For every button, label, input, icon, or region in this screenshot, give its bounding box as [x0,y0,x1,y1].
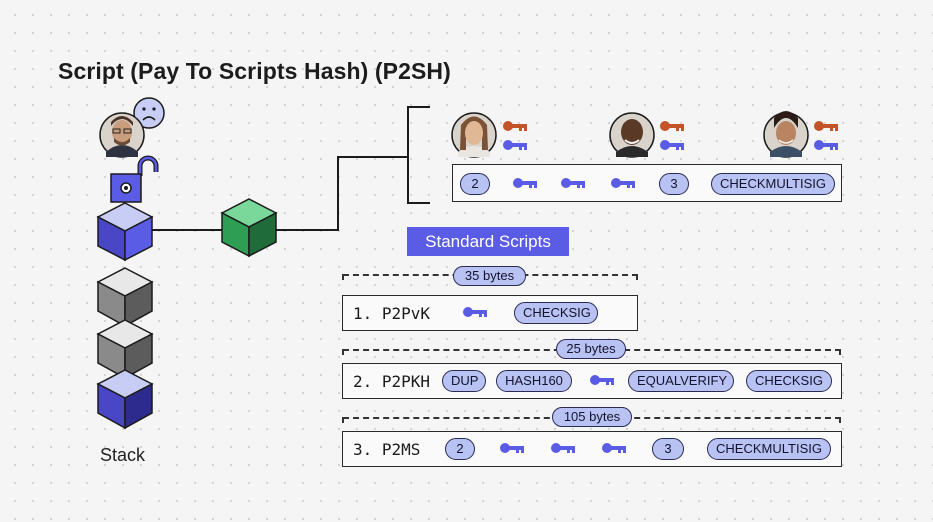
token-pill: DUP [442,370,486,392]
token-pill: HASH160 [496,370,572,392]
bracket-tick [636,274,638,280]
bracket-tick [342,417,344,423]
stack-label: Stack [100,445,146,465]
key-icon [561,178,585,188]
token-pill: CHECKMULTISIG [707,438,831,460]
bytes-badge: 35 bytes [453,266,526,286]
token-pill: 2 [445,438,475,460]
script-label: 3. P2MS [353,440,421,459]
page-title: Script (Pay To Scripts Hash) (P2SH) [58,58,451,84]
connector-lines [152,106,430,231]
script-label: 2. P2PKH [353,372,431,391]
bracket-tick [839,349,841,355]
bytes-badge: 105 bytes [552,407,632,427]
cube-icon [96,369,154,430]
key-icon [551,443,575,453]
token-pill: EQUALVERIFY [628,370,734,392]
sad-face-icon [133,97,165,129]
bracket-tick [342,349,344,355]
key-icon [500,443,524,453]
token-pill: 3 [652,438,684,460]
token-pill: CHECKSIG [514,302,598,324]
open-padlock-icon [110,155,159,203]
token-pill: CHECKMULTISIG [711,173,835,195]
person-avatar-icon [763,111,809,158]
standard-scripts-header: Standard Scripts [407,227,569,256]
bracket-tick [839,417,841,423]
cube-icon [220,198,278,258]
cube-icon [96,202,154,262]
key-icon [590,375,614,385]
token-pill: 2 [460,173,490,195]
bytes-badge: 25 bytes [556,339,626,359]
key-icon [513,178,537,188]
person-avatar-icon [609,112,655,158]
cube-icon [96,267,154,328]
key-icon [463,307,487,317]
bracket-tick [342,274,344,280]
token-pill: 3 [659,173,689,195]
key-icon [611,178,635,188]
person-avatar-icon [451,112,497,158]
key-icon [602,443,626,453]
script-label: 1. P2PvK [353,304,431,323]
token-pill: CHECKSIG [746,370,832,392]
cube-icon [96,319,154,380]
person-avatar-icon [99,112,145,158]
